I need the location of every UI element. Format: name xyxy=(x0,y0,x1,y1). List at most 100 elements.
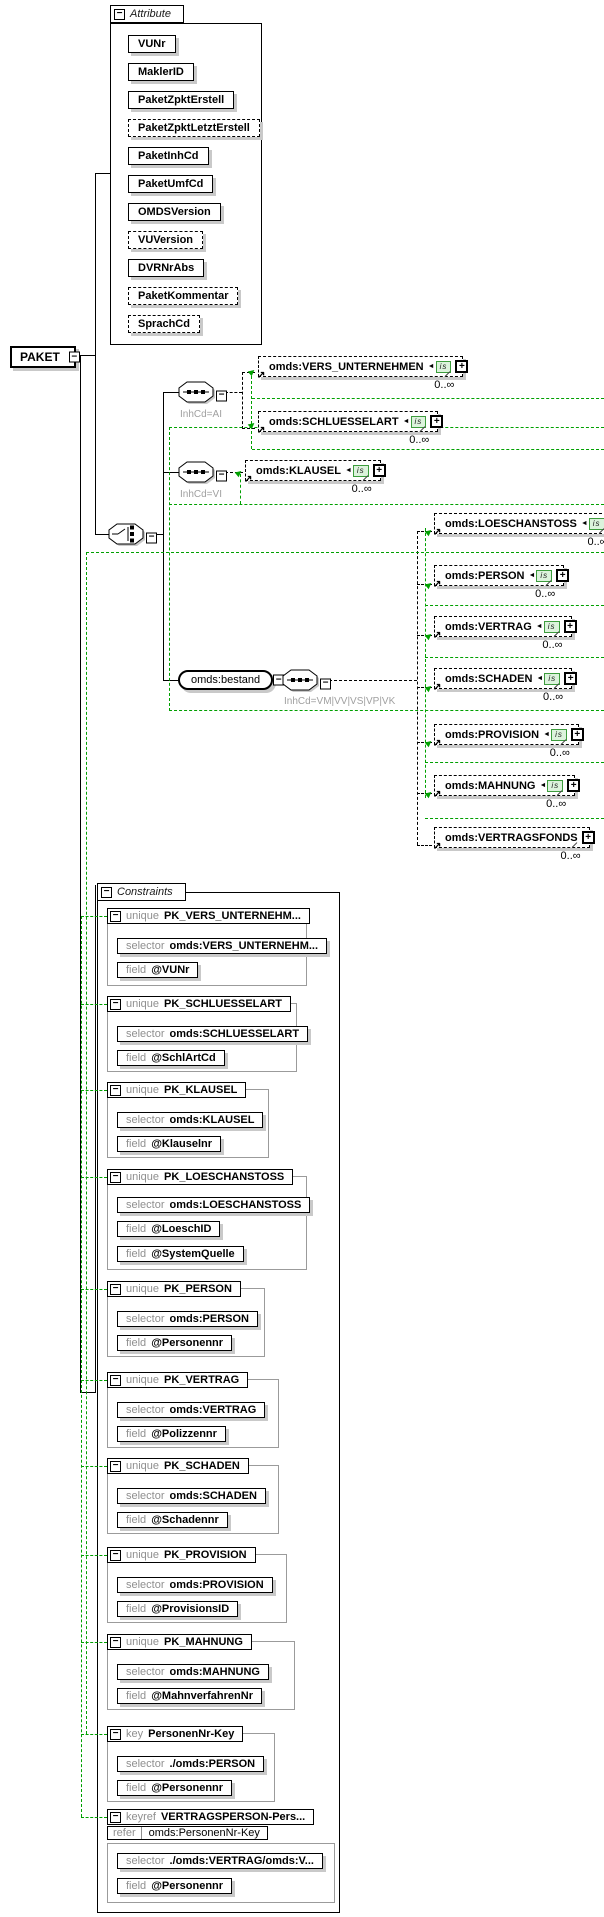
collapse-icon[interactable]: − xyxy=(216,390,227,401)
attribute-name: PaketZpktLetztErstell xyxy=(138,122,250,134)
element-omds-schaden[interactable]: ↗ omds:SCHADEN ◄is + 0..∞ xyxy=(433,668,578,703)
constraint-header[interactable]: − key PersonenNr-Key xyxy=(107,1726,244,1742)
expand-icon[interactable]: + xyxy=(581,831,595,844)
element-omds-mahnung[interactable]: ↗ omds:MAHNUNG ◄is + 0..∞ xyxy=(433,775,581,810)
collapse-icon[interactable]: − xyxy=(146,532,157,543)
expand-icon[interactable]: + xyxy=(430,415,444,428)
selector-box[interactable]: selector omds:KLAUSEL xyxy=(117,1112,264,1128)
constraint-header[interactable]: − unique PK_SCHADEN xyxy=(107,1458,249,1474)
expand-icon[interactable]: + xyxy=(563,620,577,633)
choice-compositor[interactable]: − xyxy=(108,523,157,552)
attribute-sprachcd[interactable]: SprachCd xyxy=(128,315,200,333)
collapse-icon[interactable]: − xyxy=(110,1460,121,1472)
field-box[interactable]: field @MahnverfahrenNr xyxy=(117,1688,262,1704)
field-box[interactable]: field @VUNr xyxy=(117,962,199,978)
selector-box[interactable]: selector omds:MAHNUNG xyxy=(117,1664,269,1680)
selector-box[interactable]: selector omds:PROVISION xyxy=(117,1577,273,1593)
field-box[interactable]: field @ProvisionsID xyxy=(117,1601,239,1617)
constraint-header[interactable]: − unique PK_VERTRAG xyxy=(107,1372,249,1388)
collapse-icon[interactable]: − xyxy=(110,1549,121,1561)
expand-icon[interactable]: + xyxy=(455,360,469,373)
element-omds-loeschanstoss[interactable]: ↗ omds:LOESCHANSTOSS ◄is + 0..∞ xyxy=(433,513,604,548)
constraint-header[interactable]: − unique PK_PROVISION xyxy=(107,1547,256,1563)
attribute-dvrnrabs[interactable]: DVRNrAbs xyxy=(128,259,205,277)
selector-box[interactable]: selector ./omds:VERTRAG/omds:V... xyxy=(117,1853,323,1869)
element-paket[interactable]: PAKET − xyxy=(10,346,80,368)
attribute-paketzpktletzterstell[interactable]: PaketZpktLetztErstell xyxy=(128,119,260,137)
element-omds-vertrag[interactable]: ↗ omds:VERTRAG ◄is + 0..∞ xyxy=(433,616,577,651)
expand-icon[interactable]: + xyxy=(570,728,584,741)
element-name: omds:MAHNUNG xyxy=(445,779,536,792)
attribute-paketumfcd[interactable]: PaketUmfCd xyxy=(128,175,214,193)
field-box[interactable]: field @Polizzennr xyxy=(117,1426,226,1442)
collapse-icon[interactable]: − xyxy=(68,351,80,363)
collapse-icon[interactable]: − xyxy=(110,1728,121,1740)
attribute-paketzpkterstell[interactable]: PaketZpktErstell xyxy=(128,91,235,109)
collapse-icon[interactable]: − xyxy=(110,1636,121,1648)
attribute-omdsversion[interactable]: OMDSVersion xyxy=(128,203,221,221)
element-omds-provision[interactable]: ↗ omds:PROVISION ◄is + 0..∞ xyxy=(433,724,584,759)
connector-line-optional xyxy=(225,392,242,393)
selector-box[interactable]: selector omds:PERSON xyxy=(117,1311,258,1327)
selector-box[interactable]: selector ./omds:PERSON xyxy=(117,1756,265,1772)
sequence-compositor-vi[interactable]: − xyxy=(178,461,227,490)
selector-box[interactable]: selector omds:SCHLUESSELART xyxy=(117,1026,309,1042)
field-box[interactable]: field @LoeschID xyxy=(117,1221,221,1237)
constraints-panel-header[interactable]: − Constraints xyxy=(97,883,186,901)
collapse-icon[interactable]: − xyxy=(110,1171,121,1183)
attribute-vunr[interactable]: VUNr xyxy=(128,35,176,53)
constraint-header[interactable]: − unique PK_LOESCHANSTOSS xyxy=(107,1169,294,1185)
element-omds-bestand[interactable]: omds:bestand − xyxy=(178,670,285,690)
attributes-panel-header[interactable]: − Attribute xyxy=(110,5,184,23)
collapse-icon[interactable]: − xyxy=(320,678,331,689)
collapse-icon[interactable]: − xyxy=(110,910,121,922)
constraint-name: PK_LOESCHANSTOSS xyxy=(164,1171,285,1183)
selector-box[interactable]: selector omds:VERTRAG xyxy=(117,1402,266,1418)
field-box[interactable]: field @Personennr xyxy=(117,1780,233,1796)
sequence-compositor-ai[interactable]: − xyxy=(178,381,227,410)
constraint-header[interactable]: − unique PK_MAHNUNG xyxy=(107,1634,252,1650)
element-omds-vertragsfonds[interactable]: ↗ omds:VERTRAGSFONDS + 0..∞ xyxy=(433,827,595,862)
element-omds-klausel[interactable]: ↗ omds:KLAUSEL ◄is + 0..∞ xyxy=(244,460,386,495)
field-box[interactable]: field @Schadennr xyxy=(117,1512,228,1528)
collapse-icon[interactable]: − xyxy=(110,1084,121,1096)
collapse-icon[interactable]: − xyxy=(110,998,121,1010)
field-label: field xyxy=(126,1223,147,1235)
collapse-icon[interactable]: − xyxy=(110,1374,121,1386)
field-box[interactable]: field @SchlArtCd xyxy=(117,1050,225,1066)
field-box[interactable]: field @Personennr xyxy=(117,1878,233,1894)
occurrence-label: 0..∞ xyxy=(546,798,567,810)
expand-icon[interactable]: + xyxy=(564,672,578,685)
refer-box[interactable]: refer omds:PersonenNr-Key xyxy=(107,1826,268,1840)
constraint-header[interactable]: − unique PK_KLAUSEL xyxy=(107,1082,247,1098)
constraint-header[interactable]: − unique PK_SCHLUESSELART xyxy=(107,996,292,1012)
expand-icon[interactable]: + xyxy=(372,464,386,477)
constraint-group-box xyxy=(107,1843,335,1903)
field-box[interactable]: field @Personennr xyxy=(117,1335,233,1351)
selector-box[interactable]: selector omds:SCHADEN xyxy=(117,1488,266,1504)
field-box[interactable]: field @Klauselnr xyxy=(117,1136,222,1152)
expand-icon[interactable]: + xyxy=(567,779,581,792)
attribute-paketinhcd[interactable]: PaketInhCd xyxy=(128,147,209,165)
collapse-icon[interactable]: − xyxy=(216,470,227,481)
element-omds-schluesselart[interactable]: ↗ omds:SCHLUESSELART ◄is + 0..∞ xyxy=(257,411,444,446)
constraint-link-line xyxy=(425,657,604,658)
collapse-icon[interactable]: − xyxy=(110,1283,121,1295)
expand-icon[interactable]: + xyxy=(556,569,570,582)
element-omds-person[interactable]: ↗ omds:PERSON ◄is + 0..∞ xyxy=(433,565,570,600)
collapse-icon[interactable]: − xyxy=(114,8,125,20)
sequence-compositor-bestand[interactable]: − xyxy=(282,669,331,698)
constraint-header[interactable]: − unique PK_VERS_UNTERNEHM... xyxy=(107,908,310,924)
attribute-paketkommentar[interactable]: PaketKommentar xyxy=(128,287,239,305)
attribute-maklerid[interactable]: MaklerID xyxy=(128,63,194,81)
attribute-vuversion[interactable]: VUVersion xyxy=(128,231,204,249)
field-box[interactable]: field @SystemQuelle xyxy=(117,1246,244,1262)
selector-box[interactable]: selector omds:LOESCHANSTOSS xyxy=(117,1197,311,1213)
selector-box[interactable]: selector omds:VERS_UNTERNEHM... xyxy=(117,938,328,954)
element-omds-vers-unternehmen[interactable]: ↗ omds:VERS_UNTERNEHMEN ◄is + 0..∞ xyxy=(257,356,469,391)
collapse-icon[interactable]: − xyxy=(101,886,112,898)
selector-value: omds:PERSON xyxy=(169,1313,249,1325)
collapse-icon[interactable]: − xyxy=(110,1811,121,1823)
constraint-header[interactable]: − keyref VERTRAGSPERSON-Pers... xyxy=(107,1809,315,1825)
constraint-header[interactable]: − unique PK_PERSON xyxy=(107,1281,241,1297)
